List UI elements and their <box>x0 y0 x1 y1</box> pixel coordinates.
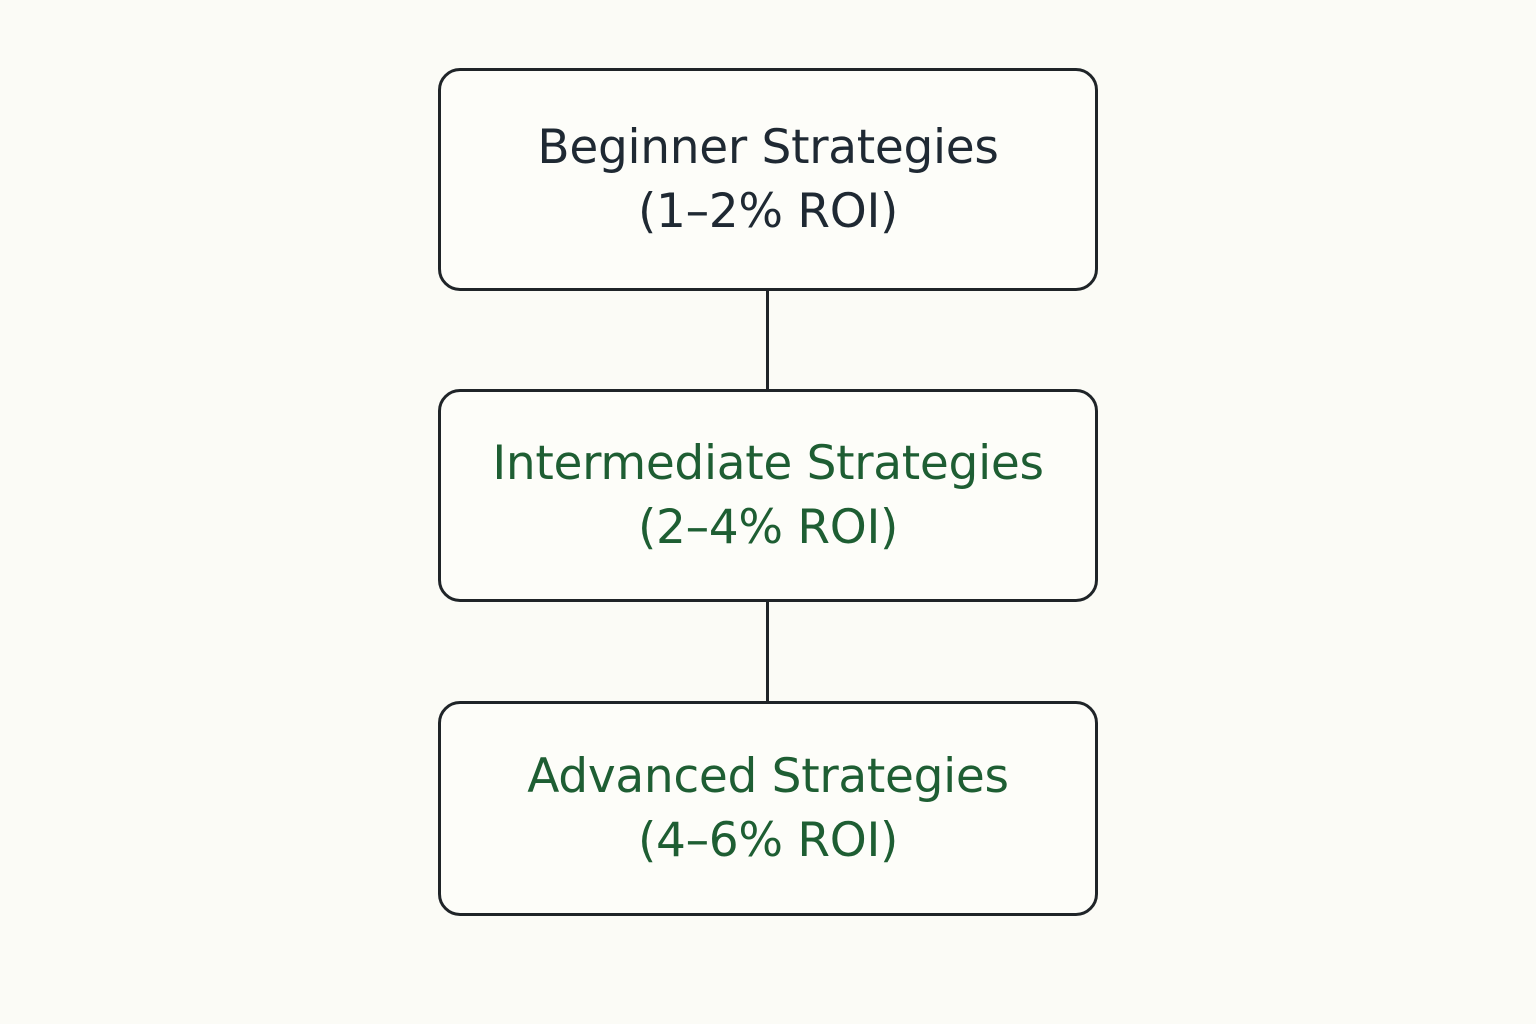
box-title: Beginner Strategies <box>537 120 999 176</box>
beginner-strategies-box: Beginner Strategies (1–2% ROI) <box>438 68 1098 291</box>
box-title: Intermediate Strategies <box>492 436 1044 492</box>
intermediate-strategies-box: Intermediate Strategies (2–4% ROI) <box>438 389 1098 602</box>
box-title: Advanced Strategies <box>527 749 1009 805</box>
advanced-strategies-box: Advanced Strategies (4–6% ROI) <box>438 701 1098 916</box>
box-subtitle: (2–4% ROI) <box>637 499 899 555</box>
connector-line <box>766 602 769 701</box>
box-subtitle: (1–2% ROI) <box>637 183 899 239</box>
box-subtitle: (4–6% ROI) <box>637 812 899 868</box>
connector-line <box>766 291 769 389</box>
